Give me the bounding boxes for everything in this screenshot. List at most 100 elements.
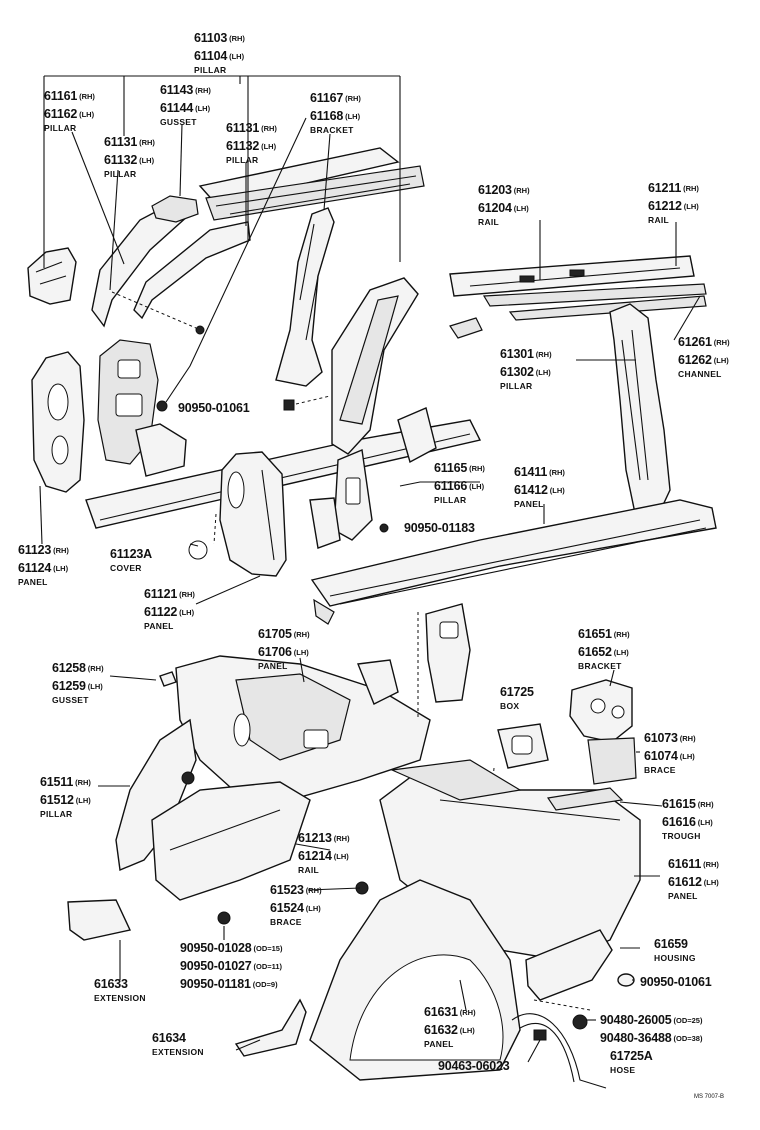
part-number-row: 90950-01028(OD=15) [180,940,282,956]
part-name: PILLAR [40,809,73,819]
part-number-row: 61725A [610,1048,653,1064]
part-number: 61705 [258,627,292,641]
label-61611-panel-content: 61611(RH)61612(LH)PANEL [668,856,719,901]
rocker-panel-left [85,419,482,577]
part-name: BRACKET [310,125,354,135]
part-number: 90480-26005 [600,1013,672,1027]
part-name: BRACKET [578,661,622,671]
part-side: (RH) [195,86,211,95]
part-number: 61167 [310,91,344,105]
part-number-row: 61131(RH) [104,134,155,150]
part-side: (RH) [305,886,322,895]
label-90463-06023: 90463-06023 [438,1058,510,1076]
part-number-row: 61212(LH) [648,198,699,214]
part-side: (RH) [345,94,361,103]
part-number-row: 61616(LH) [662,814,714,830]
label-61411-panel: 61411(RH)61412(LH)PANEL [514,464,565,509]
label-61258-gusset: 61258(RH)61259(LH)GUSSET [52,660,104,705]
part-number-row: 90950-01181(OD=9) [180,976,282,992]
label-61131-pillar-left: 61131(RH)61132(LH)PILLAR [104,134,155,179]
label-61123-panel: 61123(RH)61124(LH)PANEL [18,542,69,587]
part-number: 61166 [434,479,468,493]
part-side: (LH) [513,204,529,213]
part-number-row: 61615(RH) [662,796,714,812]
part-name: PILLAR [194,65,227,75]
part-side: (OD=15) [253,944,283,953]
part-side: (LH) [535,368,551,377]
part-name: PANEL [424,1039,454,1049]
part-side: (LH) [195,104,211,113]
part-number: 61634 [152,1031,186,1045]
label-61131-pillar-right: 61131(RH) 61132(LH)PILLAR [226,120,277,165]
part-side: (RH) [535,350,552,359]
part-side: (LH) [345,112,361,121]
part-number-row: 61659 [654,936,696,952]
part-number: 61633 [94,977,128,991]
part-name: PANEL [18,577,48,587]
label-90480-group: 90480-26005(OD=25)90480-36488(OD=38) [600,1012,702,1048]
part-number: 61121 [144,587,178,601]
label-61523-brace-content: 61523(RH)61524(LH)BRACE [270,882,322,927]
label-90463-06023-content: 90463-06023 [438,1058,510,1074]
part-number-row: 61524(LH) [270,900,322,916]
part-side: (RH) [53,546,69,555]
part-number: 61123A [110,547,152,561]
part-side: (LH) [261,142,277,151]
label-61651-bracket-content: 61651(RH)61652(LH)BRACKET [578,626,630,671]
part-number-row: 90950-01061 [178,400,250,416]
part-number-row: 90950-01027(OD=11) [180,958,282,974]
part-name: PANEL [144,621,174,631]
label-61213-rail-content: 61213(RH)61214(LH)RAIL [298,830,350,875]
part-number-row: 61132(LH) [226,138,277,154]
part-number-row: 61144(LH) [160,100,211,116]
part-number-row: 61262(LH) [678,352,730,368]
part-side: (OD=38) [673,1034,703,1043]
part-number-row: 90950-01061 [640,974,712,990]
part-number-row: 61652(LH) [578,644,630,660]
part-number: 61131 [226,121,260,135]
part-side: (RH) [79,92,95,101]
part-number: 61612 [668,875,702,889]
label-61301-pillar-content: 61301(RH)61302(LH)PILLAR [500,346,552,391]
label-61121-panel-content: 61121(RH)61122(LH)PANEL [144,586,195,631]
part-side: (LH) [697,818,713,827]
label-61523-brace: 61523(RH)61524(LH)BRACE [270,882,322,927]
part-number: 61523 [270,883,304,897]
part-side: (RH) [513,186,530,195]
label-61211-rail: 61211(RH)61212(LH)RAIL [648,180,699,225]
part-number: 61143 [160,83,194,97]
part-number: 61411 [514,465,548,479]
part-number: 90950-01061 [640,975,712,989]
part-side: (RH) [469,464,485,473]
upper-pillars-group [27,147,425,493]
label-61143-gusset: 61143(RH)61144(LH)GUSSET [160,82,211,127]
label-61123-panel-content: 61123(RH)61124(LH)PANEL [18,542,69,587]
part-number-row: 61074(LH) [644,748,696,764]
part-side: (RH) [459,1008,476,1017]
label-61615-trough-content: 61615(RH)61616(LH)TROUGH [662,796,714,841]
part-side: (RH) [261,124,277,133]
part-number-row: 61073(RH) [644,730,696,746]
part-side: (LH) [139,156,155,165]
part-number: 90950-01028 [180,941,252,955]
part-number-row: 61411(RH) [514,464,565,480]
part-name: PILLAR [226,155,259,165]
label-90480-group-content: 90480-26005(OD=25)90480-36488(OD=38) [600,1012,702,1046]
label-61211-rail-content: 61211(RH)61212(LH)RAIL [648,180,699,225]
part-number-row: 61259(LH) [52,678,104,694]
center-pillar-group [283,277,483,549]
part-number: 90480-36488 [600,1031,672,1045]
part-number-row: 61632(LH) [424,1022,476,1038]
part-name: PILLAR [44,123,77,133]
part-number-row: 61301(RH) [500,346,552,362]
label-61705-panel-content: 61705(RH)61706(LH)PANEL [258,626,310,671]
label-61261-channel: 61261(RH)61262(LH)CHANNEL [678,334,730,379]
drawing-code: MS 7007-B [694,1094,725,1100]
part-number: 61168 [310,109,344,123]
part-number: 61165 [434,461,468,475]
